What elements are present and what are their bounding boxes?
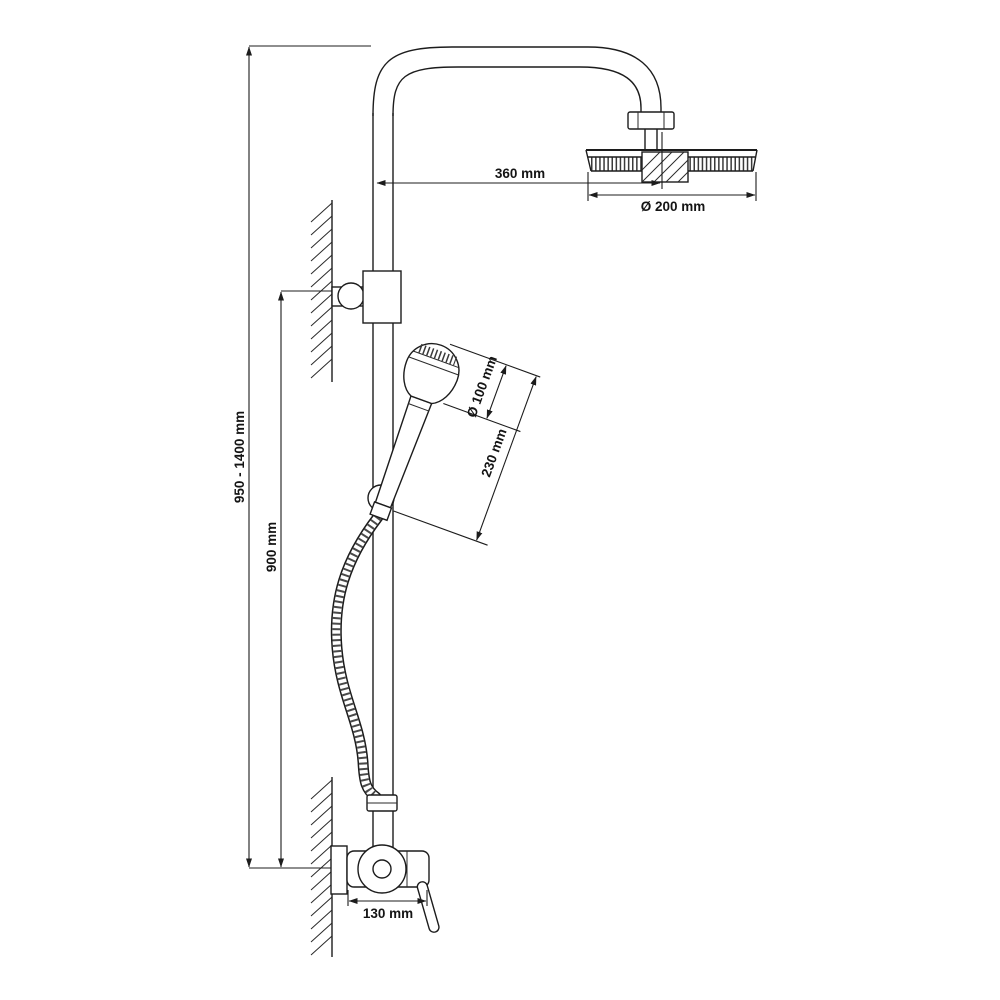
dimension-head-diameter: Ø 200 mm <box>587 172 757 214</box>
label-arm-reach: 360 mm <box>495 166 545 181</box>
arm-connector-nut <box>627 111 675 130</box>
wall-hatching-lower <box>310 779 333 956</box>
shower-hose <box>330 511 398 812</box>
dimension-arm-reach: 360 mm <box>376 132 663 189</box>
pipe-clamp <box>362 270 402 324</box>
label-mixer-width: 130 mm <box>363 906 413 921</box>
head-mount-block <box>641 151 689 183</box>
mixer-wall-plate <box>330 845 348 895</box>
overhead-shower-head <box>585 149 758 183</box>
label-hand-length: 230 mm <box>478 427 509 479</box>
mixer-hub <box>372 859 392 879</box>
wall-hatching-upper <box>310 202 333 379</box>
dimension-mixer-width: 130 mm <box>347 890 428 921</box>
hand-shower-head <box>403 342 460 405</box>
wall-section-lower <box>310 777 333 957</box>
label-head-diameter: Ø 200 mm <box>641 199 706 214</box>
mixer-lever <box>416 881 440 933</box>
dimension-riser-height: 900 mm <box>264 290 332 868</box>
label-hand-diameter: Ø 100 mm <box>464 354 500 420</box>
hose-ribbing <box>332 514 382 801</box>
dimension-overall-height: 950 - 1400 mm <box>232 45 371 869</box>
wall-section-upper <box>310 200 333 382</box>
hand-shower-nut <box>369 501 393 522</box>
label-overall-height: 950 - 1400 mm <box>232 411 247 503</box>
hand-shower: Ø 100 mm 230 mm <box>369 342 541 546</box>
hand-shower-handle <box>374 395 433 509</box>
label-riser-height: 900 mm <box>264 522 279 572</box>
shower-arm-gooseneck <box>372 46 675 150</box>
wall-bracket <box>331 270 402 324</box>
mixer-valve <box>330 844 440 933</box>
bracket-knob <box>337 282 365 310</box>
